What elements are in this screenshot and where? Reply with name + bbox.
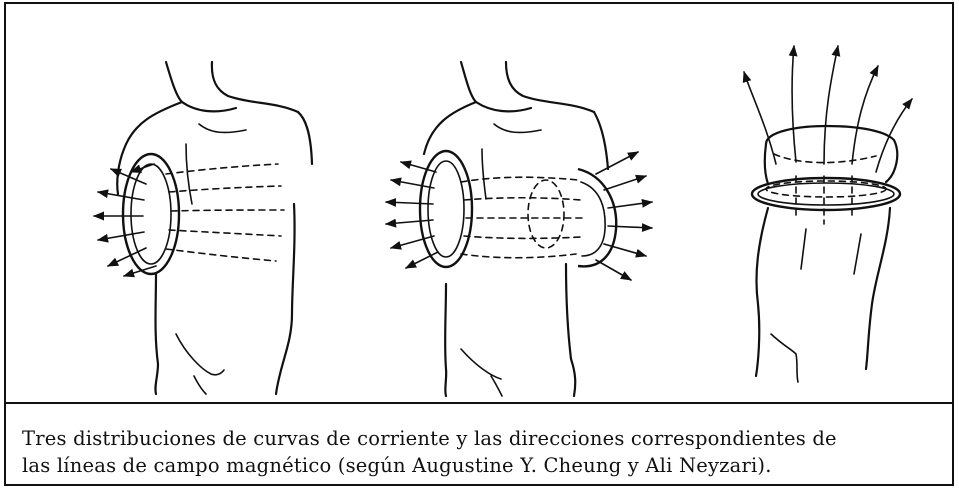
figure-2-two-coils <box>386 62 652 396</box>
figure-panel <box>6 4 956 399</box>
figure-1-single-coil <box>94 62 312 394</box>
figure-3-encircling-coil <box>744 46 912 382</box>
figure-frame: Tres distribuciones de curvas de corrien… <box>4 2 954 486</box>
caption-line-1: Tres distribuciones de curvas de corrien… <box>22 425 942 452</box>
caption-line-2: las líneas de campo magnético (según Aug… <box>22 452 942 479</box>
caption-divider <box>6 402 952 404</box>
figure-caption: Tres distribuciones de curvas de corrien… <box>22 425 942 479</box>
illustration-svg <box>6 4 956 399</box>
